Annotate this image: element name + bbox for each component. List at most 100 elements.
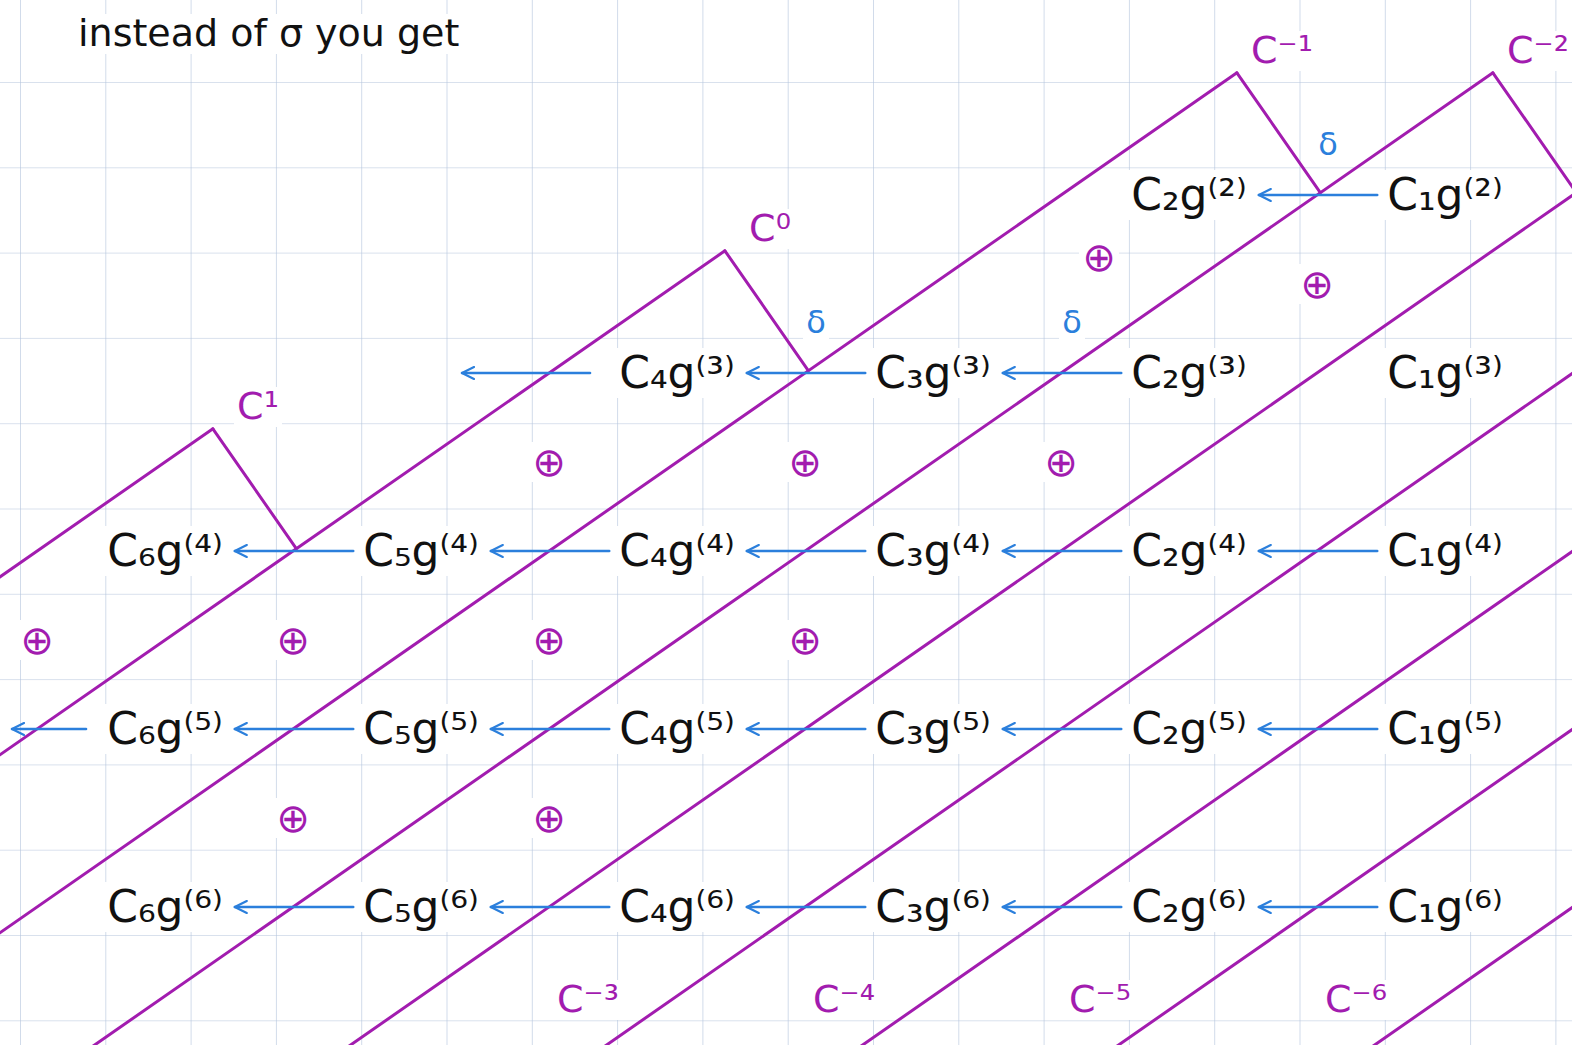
band-label: C⁻³: [554, 980, 622, 1020]
direct-sum-sign: ⊕: [273, 620, 313, 660]
band-boundary: [585, 0, 1572, 1045]
term-text: C₆g⁽⁴⁾: [107, 528, 223, 574]
differential-arrow: [1003, 728, 1121, 731]
complex-term: C₁g⁽⁴⁾: [1383, 526, 1507, 576]
band-label: C¹: [234, 387, 282, 427]
complex-term: C₂g⁽³⁾: [1127, 348, 1251, 398]
complex-term: C₂g⁽²⁾: [1127, 170, 1251, 220]
differential-arrow: [235, 728, 353, 731]
term-text: C₅g⁽⁴⁾: [363, 528, 479, 574]
band-label: C⁰: [746, 209, 794, 249]
differential-arrow: [1003, 906, 1121, 909]
differential-arrow: [1259, 906, 1377, 909]
delta-label: δ: [803, 306, 829, 340]
complex-term: C₅g⁽⁵⁾: [359, 704, 483, 754]
complex-term: C₂g⁽⁵⁾: [1127, 704, 1251, 754]
band-boundary: [329, 0, 1572, 1045]
band-boundary: [73, 73, 1493, 1045]
band-boundary: [1097, 0, 1572, 1045]
band-label: C⁻⁶: [1322, 980, 1390, 1020]
term-text: C₂g⁽⁶⁾: [1131, 884, 1247, 930]
band-label: C⁻²: [1504, 31, 1572, 71]
complex-term: C₃g⁽⁵⁾: [871, 704, 995, 754]
direct-sum-sign: ⊕: [529, 442, 569, 482]
term-text: C₂g⁽⁵⁾: [1131, 706, 1247, 752]
complex-term: C₂g⁽⁶⁾: [1127, 882, 1251, 932]
delta-label: δ: [1059, 306, 1085, 340]
differential-arrow: [1259, 194, 1377, 197]
direct-sum-sign: ⊕: [17, 620, 57, 660]
direct-sum-sign: ⊕: [1079, 237, 1119, 277]
complex-term: C₆g⁽⁵⁾: [103, 704, 227, 754]
term-text: C₂g⁽⁴⁾: [1131, 528, 1247, 574]
direct-sum-sign: ⊕: [785, 442, 825, 482]
complex-term: C₄g⁽⁵⁾: [615, 704, 739, 754]
complex-term: C₁g⁽²⁾: [1383, 170, 1507, 220]
direct-sum-sign: ⊕: [785, 620, 825, 660]
complex-term: C₁g⁽⁵⁾: [1383, 704, 1507, 754]
term-text: C₄g⁽⁴⁾: [619, 528, 735, 574]
direct-sum-sign: ⊕: [529, 798, 569, 838]
complex-term: C₄g⁽³⁾: [615, 348, 739, 398]
complex-term: C₂g⁽⁴⁾: [1127, 526, 1251, 576]
complex-term: C₃g⁽⁴⁾: [871, 526, 995, 576]
delta-label: δ: [1315, 128, 1341, 162]
term-text: C₅g⁽⁶⁾: [363, 884, 479, 930]
differential-arrow: [747, 728, 865, 731]
term-text: C₆g⁽⁶⁾: [107, 884, 223, 930]
complex-term: C₅g⁽⁶⁾: [359, 882, 483, 932]
direct-sum-sign: ⊕: [529, 620, 569, 660]
complex-term: C₄g⁽⁴⁾: [615, 526, 739, 576]
complex-term: C₁g⁽⁶⁾: [1383, 882, 1507, 932]
open-arrow: [462, 372, 590, 375]
handwritten-note: instead of σ you get: [75, 14, 462, 54]
differential-arrow: [1259, 728, 1377, 731]
term-text: C₂g⁽³⁾: [1131, 350, 1247, 396]
complex-term: C₄g⁽⁶⁾: [615, 882, 739, 932]
term-text: C₃g⁽⁶⁾: [875, 884, 991, 930]
band-label: C⁻⁵: [1066, 980, 1134, 1020]
direct-sum-sign: ⊕: [1041, 442, 1081, 482]
differential-arrow: [1003, 372, 1121, 375]
differential-arrow: [747, 906, 865, 909]
band-boundary: [0, 73, 1237, 1045]
term-text: C₃g⁽⁴⁾: [875, 528, 991, 574]
term-text: C₅g⁽⁵⁾: [363, 706, 479, 752]
term-text: C₁g⁽²⁾: [1387, 172, 1503, 218]
direct-sum-sign: ⊕: [1297, 264, 1337, 304]
term-text: C₁g⁽⁴⁾: [1387, 528, 1503, 574]
term-text: C₃g⁽³⁾: [875, 350, 991, 396]
direct-sum-sign: ⊕: [273, 798, 313, 838]
complex-term: C₁g⁽³⁾: [1383, 348, 1507, 398]
term-text: C₄g⁽⁶⁾: [619, 884, 735, 930]
differential-arrow: [235, 550, 353, 553]
term-text: C₁g⁽³⁾: [1387, 350, 1503, 396]
term-text: C₄g⁽⁵⁾: [619, 706, 735, 752]
band-label: C⁻⁴: [810, 980, 878, 1020]
differential-arrow: [491, 550, 609, 553]
term-text: C₁g⁽⁶⁾: [1387, 884, 1503, 930]
band-boundary: [841, 0, 1572, 1045]
band-label: C⁻¹: [1248, 31, 1316, 71]
differential-arrow: [491, 906, 609, 909]
band-boundary: [1353, 0, 1572, 1045]
complex-term: C₃g⁽⁶⁾: [871, 882, 995, 932]
complex-term: C₅g⁽⁴⁾: [359, 526, 483, 576]
term-text: C₁g⁽⁵⁾: [1387, 706, 1503, 752]
term-text: C₄g⁽³⁾: [619, 350, 735, 396]
complex-term: C₃g⁽³⁾: [871, 348, 995, 398]
term-text: C₂g⁽²⁾: [1131, 172, 1247, 218]
complex-term: C₆g⁽⁴⁾: [103, 526, 227, 576]
differential-arrow: [1259, 550, 1377, 553]
term-text: C₃g⁽⁵⁾: [875, 706, 991, 752]
differential-arrow: [747, 372, 865, 375]
term-text: C₆g⁽⁵⁾: [107, 706, 223, 752]
differential-arrow: [1003, 550, 1121, 553]
complex-term: C₆g⁽⁶⁾: [103, 882, 227, 932]
differential-arrow: [235, 906, 353, 909]
differential-arrow: [747, 550, 865, 553]
differential-arrow: [491, 728, 609, 731]
